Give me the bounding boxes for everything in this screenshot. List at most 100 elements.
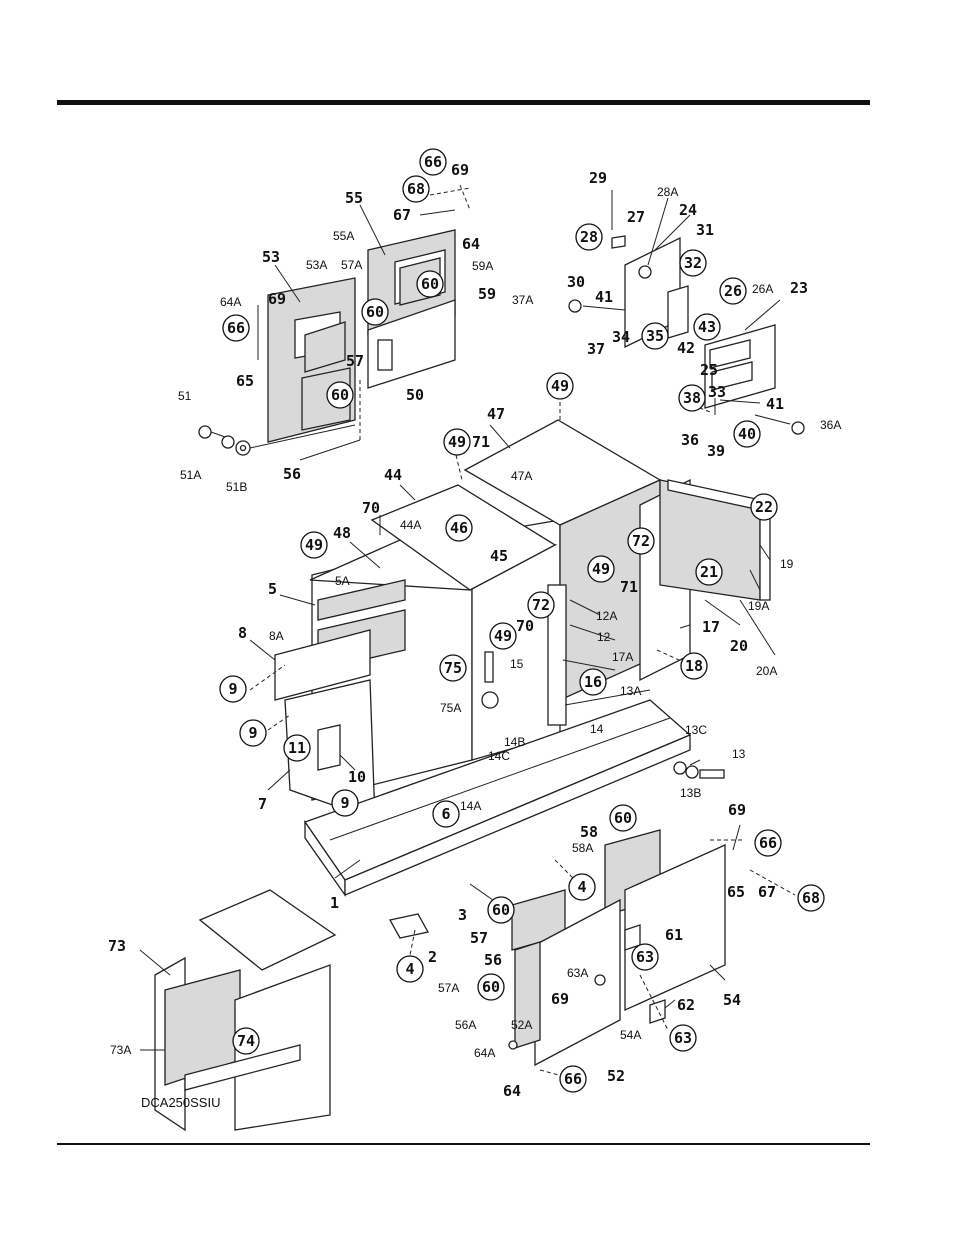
callout-69: 69 <box>551 990 569 1008</box>
callout-56: 56 <box>484 951 502 969</box>
callout-12: 12 <box>597 630 611 644</box>
inset-rail <box>184 1044 301 1091</box>
callout-52: 52 <box>607 1067 625 1085</box>
callout-4: 4 <box>577 878 586 896</box>
model-label: DCA250SSIU <box>141 1095 220 1110</box>
callout-7: 7 <box>258 795 267 813</box>
callout-10: 10 <box>348 768 366 786</box>
callout-71: 71 <box>620 578 638 596</box>
plate-2 <box>389 913 429 939</box>
callout-19a: 19A <box>748 599 769 613</box>
callout-labels: 66 69 68 55 67 55A 64 53 53A 57A 59A 60 … <box>108 153 841 1110</box>
bolt-axis-line <box>249 424 356 449</box>
callout-70: 70 <box>516 617 534 635</box>
panel-8 <box>274 629 371 701</box>
base-rail <box>329 717 671 841</box>
callout-59a: 59A <box>472 259 493 273</box>
callout-75a: 75A <box>440 701 461 715</box>
label-25b <box>711 361 753 391</box>
callout-26a: 26A <box>752 282 773 296</box>
callout-5: 5 <box>268 580 277 598</box>
callout-41: 41 <box>595 288 613 306</box>
washer-51b-hole <box>239 444 247 452</box>
callout-31: 31 <box>696 221 714 239</box>
callout-18: 18 <box>685 657 703 675</box>
callout-64a: 64A <box>220 295 241 309</box>
callout-40: 40 <box>738 425 756 443</box>
callout-47: 47 <box>487 405 505 423</box>
callout-46: 46 <box>450 519 468 537</box>
callout-45: 45 <box>490 547 508 565</box>
lower-doors <box>389 829 726 1067</box>
bolt-51 <box>198 425 212 439</box>
callout-63: 63 <box>636 948 654 966</box>
callout-17: 17 <box>702 618 720 636</box>
washer-13b <box>685 765 699 779</box>
callout-32: 32 <box>684 254 702 272</box>
callout-43: 43 <box>698 318 716 336</box>
callout-60: 60 <box>614 809 632 827</box>
handle-63a <box>594 974 606 986</box>
callout-58: 58 <box>580 823 598 841</box>
callout-66: 66 <box>564 1070 582 1088</box>
callout-64: 64 <box>462 235 480 253</box>
callout-64a: 64A <box>474 1046 495 1060</box>
insulation-57 <box>304 321 346 373</box>
callout-8: 8 <box>238 624 247 642</box>
callout-5a: 5A <box>335 574 350 588</box>
callout-72: 72 <box>532 596 550 614</box>
callout-34: 34 <box>612 328 630 346</box>
callout-24: 24 <box>679 201 697 219</box>
meter-28a <box>638 265 652 279</box>
insulation-56b <box>514 941 541 1049</box>
callout-21: 21 <box>700 563 718 581</box>
callout-41: 41 <box>766 395 784 413</box>
callout-58a: 58A <box>572 841 593 855</box>
callout-13c: 13C <box>685 723 707 737</box>
callout-16: 16 <box>584 673 602 691</box>
callout-36: 36 <box>681 431 699 449</box>
callout-20a: 20A <box>756 664 777 678</box>
callout-3: 3 <box>458 906 467 924</box>
main-enclosure <box>274 419 771 821</box>
pillar-12 <box>547 584 567 726</box>
callout-56: 56 <box>283 465 301 483</box>
callout-57a: 57A <box>341 258 362 272</box>
callout-15: 15 <box>510 657 524 671</box>
callout-37a: 37A <box>512 293 533 307</box>
callout-60: 60 <box>421 275 439 293</box>
callout-64: 64 <box>503 1082 521 1100</box>
callout-72: 72 <box>632 532 650 550</box>
inset-frame-73 <box>234 964 331 1131</box>
callout-51b: 51B <box>226 480 247 494</box>
insulation-top <box>317 579 406 621</box>
callout-39: 39 <box>707 442 725 460</box>
callout-13a: 13A <box>620 684 641 698</box>
bracket-42 <box>667 285 689 339</box>
callout-60: 60 <box>366 303 384 321</box>
callout-1: 1 <box>330 894 339 912</box>
callout-circles <box>219 148 825 1093</box>
callout-52a: 52A <box>511 1018 532 1032</box>
control-box-panel <box>377 339 393 371</box>
callout-27: 27 <box>627 208 645 226</box>
callout-8a: 8A <box>269 629 284 643</box>
callout-19: 19 <box>780 557 794 571</box>
part-10 <box>317 724 341 771</box>
callout-35: 35 <box>646 327 664 345</box>
callout-14b: 14B <box>504 735 525 749</box>
callout-65: 65 <box>727 883 745 901</box>
footer-rule <box>57 1143 870 1145</box>
callout-30: 30 <box>567 273 585 291</box>
callout-6: 6 <box>441 805 450 823</box>
bolt-75 <box>484 651 494 683</box>
inset-top-cover <box>198 889 337 971</box>
callout-66: 66 <box>424 153 442 171</box>
callout-25: 25 <box>700 361 718 379</box>
callout-73a: 73A <box>110 1043 131 1057</box>
callout-57: 57 <box>470 929 488 947</box>
base-front <box>344 734 691 896</box>
callout-22: 22 <box>755 498 773 516</box>
callout-49: 49 <box>448 433 466 451</box>
callout-44: 44 <box>384 466 402 484</box>
